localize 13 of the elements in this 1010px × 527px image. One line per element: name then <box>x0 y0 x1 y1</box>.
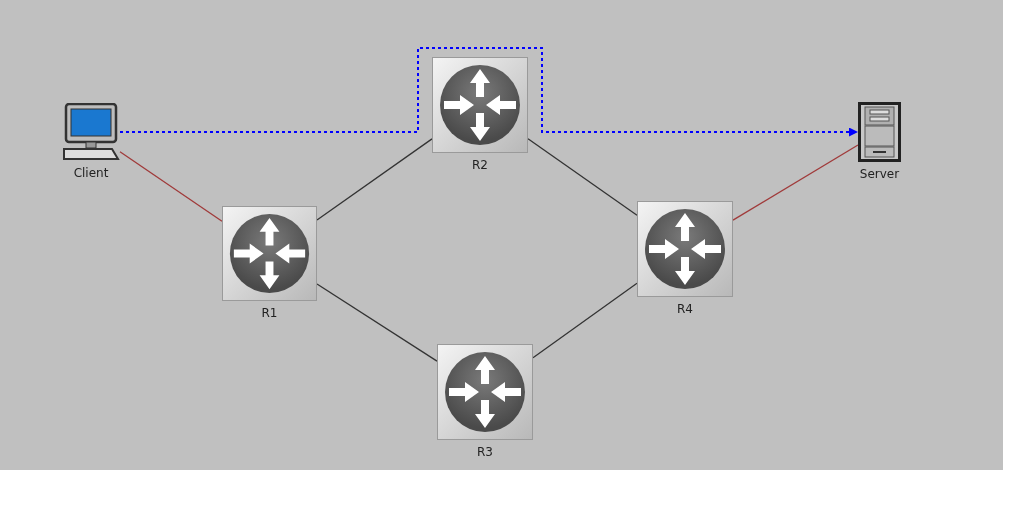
node-label: R4 <box>677 303 693 315</box>
node-label: Server <box>859 168 900 180</box>
link-line <box>732 144 859 221</box>
node-label: R1 <box>261 307 278 319</box>
link-line <box>316 138 433 221</box>
node-label: R2 <box>472 159 488 171</box>
node-label: Client <box>73 167 109 179</box>
link-line <box>532 282 638 359</box>
arrow <box>119 47 859 137</box>
link-line <box>527 138 638 216</box>
link-line <box>119 151 223 222</box>
link-line <box>316 283 438 362</box>
node-label: R3 <box>477 446 493 458</box>
